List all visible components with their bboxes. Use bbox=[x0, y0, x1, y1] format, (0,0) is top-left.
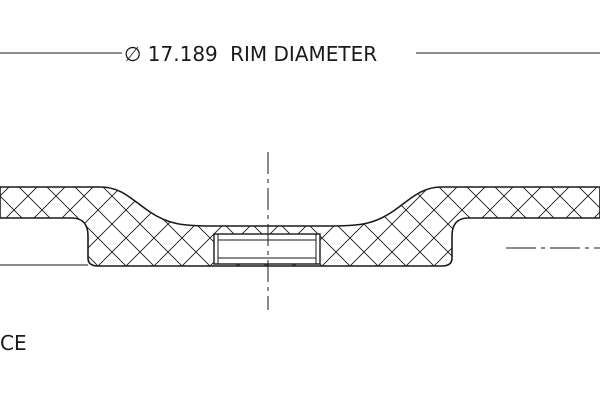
diameter-label: RIM DIAMETER bbox=[230, 42, 377, 66]
rim-diameter-dimension: ∅ 17.189 RIM DIAMETER bbox=[0, 42, 600, 66]
rim-cross-section bbox=[0, 186, 600, 267]
dimension-text: ∅ 17.189 RIM DIAMETER bbox=[124, 42, 377, 66]
partial-label: CE bbox=[0, 331, 27, 355]
center-bore bbox=[213, 233, 321, 265]
diameter-symbol: ∅ bbox=[124, 42, 141, 66]
diameter-value: 17.189 bbox=[148, 42, 218, 66]
rim-section-body bbox=[0, 186, 600, 267]
